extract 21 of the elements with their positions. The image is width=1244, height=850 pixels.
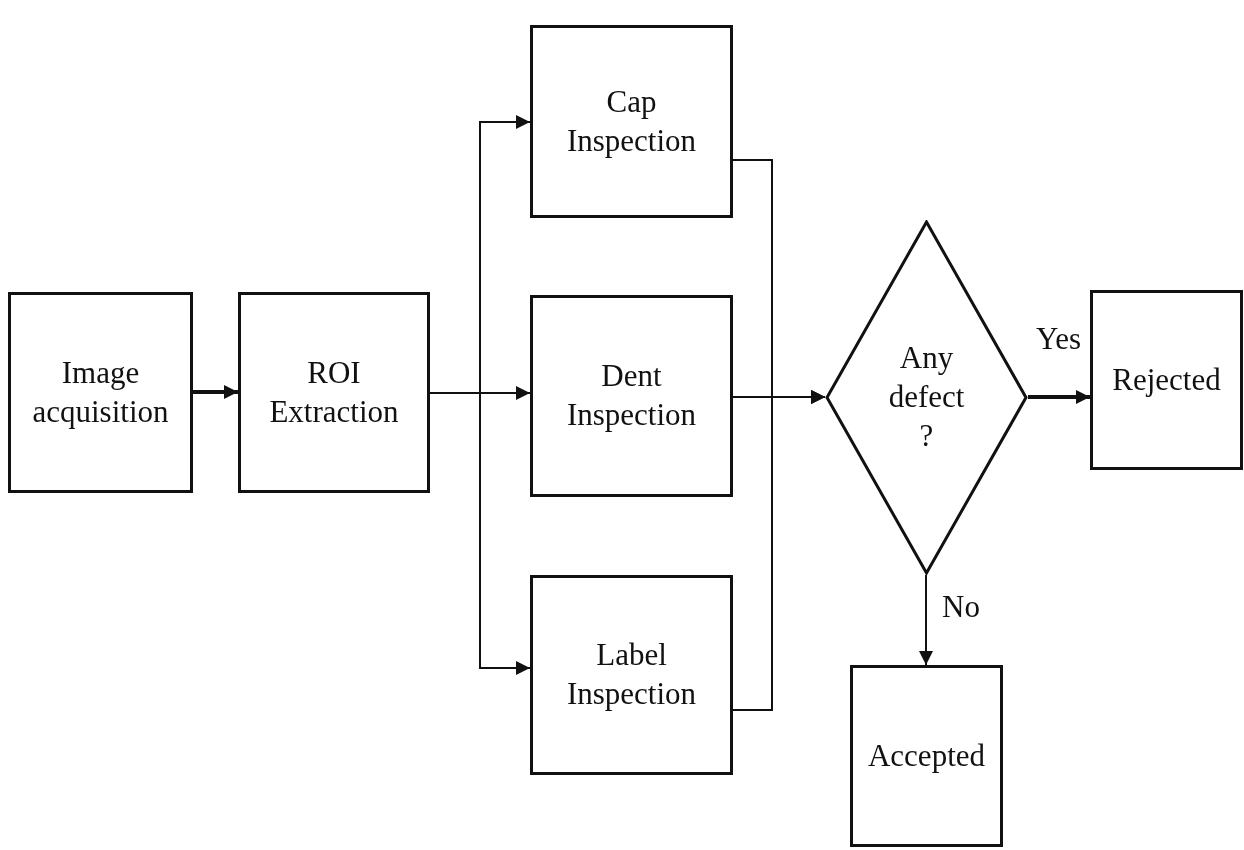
arrow bbox=[1028, 390, 1090, 404]
step-label: Rejected bbox=[1111, 360, 1222, 399]
step-label: Image acquisition bbox=[31, 353, 170, 431]
step-label: Cap Inspection bbox=[565, 82, 698, 160]
arrow bbox=[919, 574, 933, 666]
step-label: Label Inspection bbox=[565, 636, 698, 713]
arrow bbox=[732, 390, 826, 711]
process-box bbox=[530, 295, 733, 497]
step-label: Dent Inspection bbox=[565, 357, 698, 434]
process-box bbox=[850, 665, 1003, 847]
process-box bbox=[530, 25, 733, 218]
arrow bbox=[193, 385, 238, 399]
decision-diamond bbox=[825, 220, 1028, 575]
process-box bbox=[8, 292, 193, 493]
decision-label: Any defect ? bbox=[887, 339, 966, 455]
process-box bbox=[238, 292, 430, 493]
step-label: ROI Extraction bbox=[268, 353, 400, 431]
process-box bbox=[1090, 290, 1243, 470]
arrow bbox=[429, 392, 531, 675]
step-label: Accepted bbox=[866, 736, 986, 775]
process-box bbox=[530, 575, 733, 775]
